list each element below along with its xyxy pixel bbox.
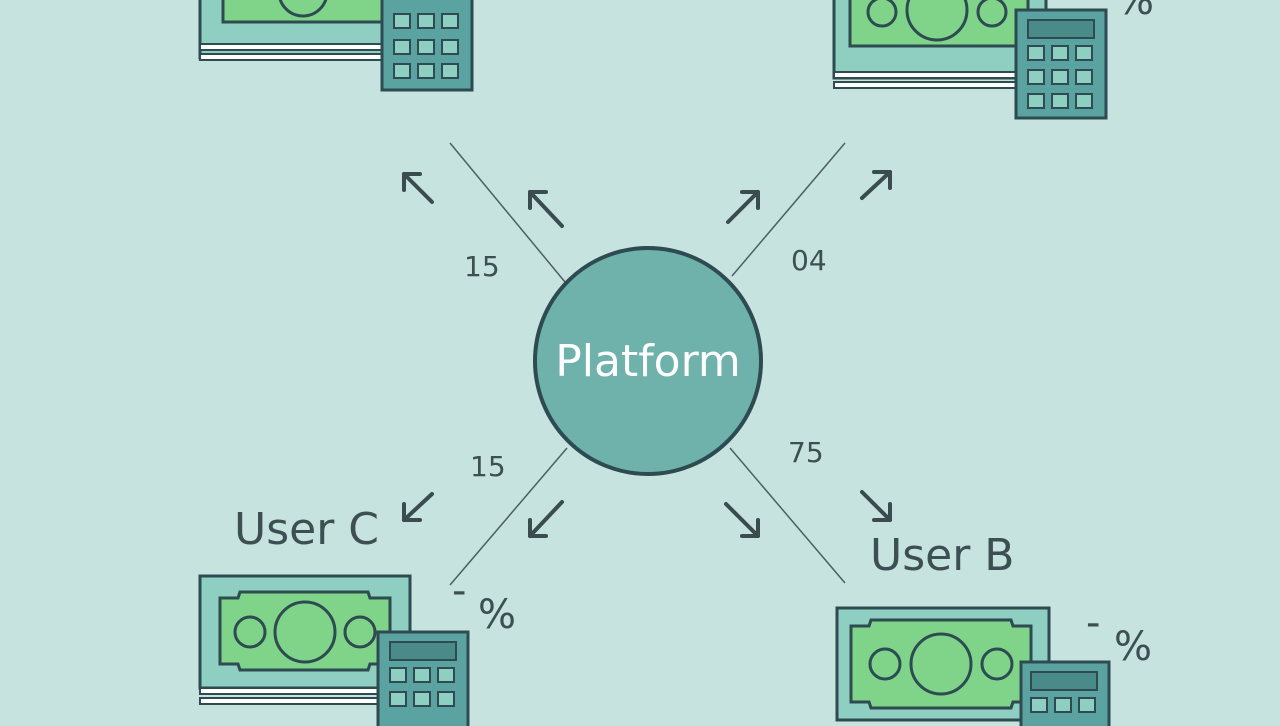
dash-bottom-left: - <box>452 568 467 614</box>
user-c-label: User C <box>234 504 379 555</box>
arrow-icon <box>724 502 760 538</box>
connector-bottom-left <box>449 447 568 586</box>
percent-bottom-left: % <box>478 592 517 638</box>
value-top-right: 04 <box>791 244 827 277</box>
value-top-left: 15 <box>464 250 500 283</box>
arrow-icon <box>860 490 892 522</box>
connector-top-right <box>731 142 846 277</box>
connector-bottom-right <box>729 447 846 584</box>
percent-bottom-right: % <box>1114 624 1153 670</box>
money-calculator-icon <box>198 0 474 92</box>
arrow-icon <box>528 190 564 228</box>
money-calculator-icon <box>832 0 1108 120</box>
arrow-icon <box>528 500 564 538</box>
arrow-icon <box>402 172 434 204</box>
dash-bottom-right: - <box>1086 600 1101 646</box>
value-bottom-right: 75 <box>788 436 824 469</box>
money-calculator-icon <box>835 606 1111 726</box>
platform-node: Platform <box>533 246 763 476</box>
arrow-icon <box>402 492 434 522</box>
money-calculator-icon <box>198 574 470 726</box>
connector-top-left <box>449 142 566 283</box>
arrow-icon <box>726 190 760 224</box>
arrow-icon <box>860 170 892 200</box>
value-bottom-left: 15 <box>470 450 506 483</box>
user-b-label: User B <box>870 530 1015 581</box>
percent-top-right: % <box>1116 0 1155 24</box>
platform-label: Platform <box>555 335 741 387</box>
